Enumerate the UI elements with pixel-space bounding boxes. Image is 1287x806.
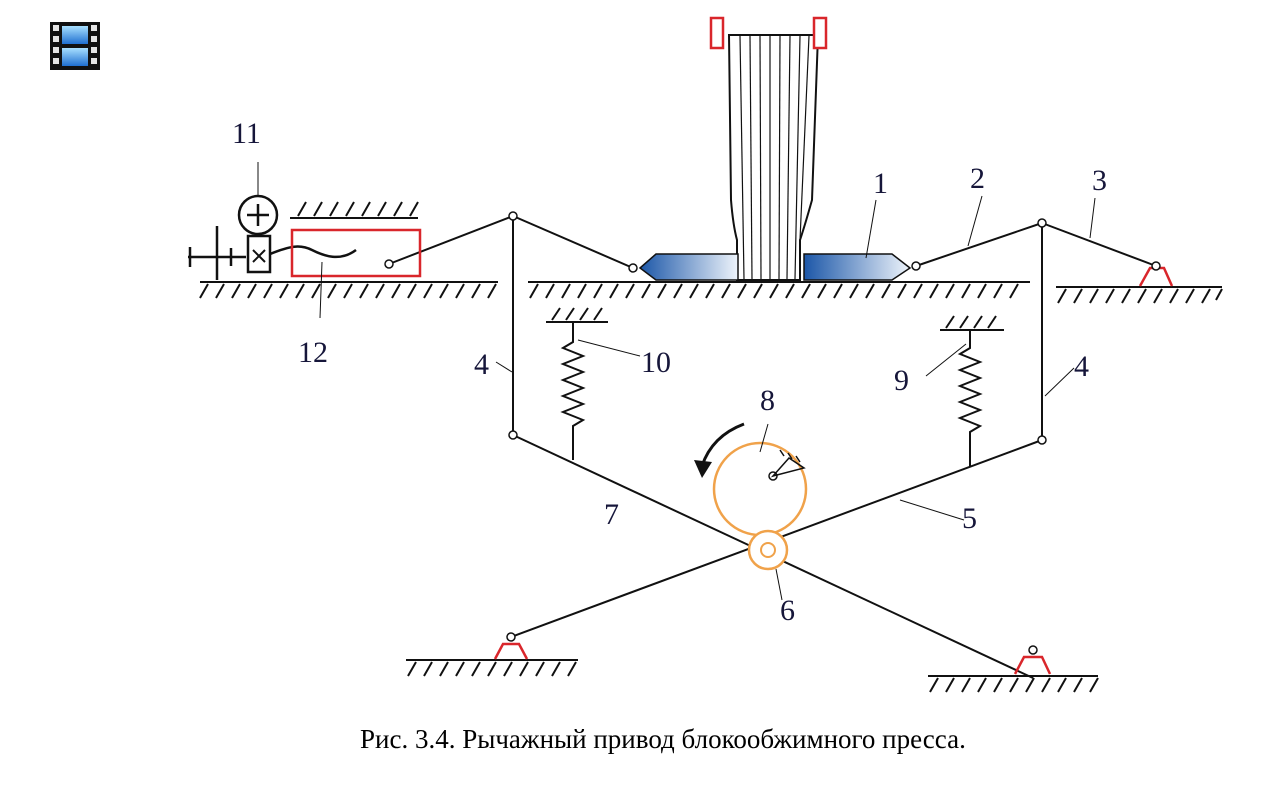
ground-bottom-right: [928, 675, 1099, 693]
link-left-rod: [388, 215, 514, 265]
link-left-2: [512, 215, 634, 269]
label-3: 3: [1092, 164, 1107, 197]
ingot-grip-right: [812, 16, 828, 50]
leader-lines: [495, 195, 1096, 601]
label-4-left: 4: [474, 348, 489, 381]
label-5: 5: [962, 502, 977, 535]
linkage: [388, 215, 1157, 679]
label-9: 9: [894, 364, 909, 397]
label-7: 7: [604, 498, 619, 531]
ground-right: [1056, 286, 1223, 304]
ingot-grip-left: [709, 16, 725, 50]
link-2: [915, 222, 1043, 267]
label-1: 1: [873, 167, 888, 200]
spring-10: [560, 322, 586, 460]
ingot: [709, 16, 828, 281]
label-8: 8: [760, 384, 775, 417]
label-4-right: 4: [1074, 350, 1089, 383]
transmission-12: [290, 228, 422, 319]
support-bottom-right: [1013, 655, 1052, 675]
ground-left: [199, 281, 498, 299]
spring-9: [957, 330, 983, 466]
label-12: 12: [298, 336, 328, 369]
roller-6: [747, 529, 789, 571]
ground-bottom-left: [406, 659, 578, 677]
ground-center: [528, 281, 1030, 299]
label-10: 10: [641, 346, 671, 379]
figure-caption: Рис. 3.4. Рычажный привод блокообжимного…: [360, 724, 966, 754]
film-strip-icon[interactable]: [50, 22, 100, 70]
spring-mount-right: [940, 315, 1004, 331]
brake-assembly: [188, 226, 357, 280]
label-6: 6: [780, 594, 795, 627]
link-3: [1041, 222, 1157, 267]
hinge-pins: [384, 211, 1161, 655]
label-11: 11: [232, 117, 261, 150]
press-block-left: [638, 253, 739, 281]
cam-8: [712, 441, 808, 537]
ground-top-left: [290, 201, 419, 219]
motor-11: [237, 162, 279, 236]
spring-mount-left: [546, 307, 608, 323]
press-block-right: [803, 253, 912, 281]
support-bottom-left: [493, 642, 529, 660]
arrow-rotation: [694, 422, 745, 478]
label-2: 2: [970, 162, 985, 195]
